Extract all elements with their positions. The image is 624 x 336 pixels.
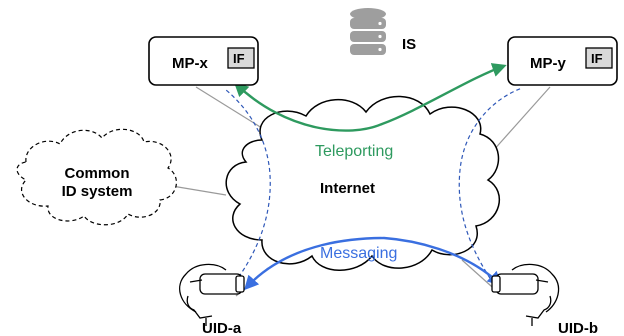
- dashed-links: [225, 87, 523, 295]
- mp-y-if-label: IF: [591, 51, 603, 66]
- mp-x-if-label: IF: [233, 51, 245, 66]
- vr-headset-user-icon-b: [491, 263, 560, 326]
- common-id-system-cloud: [16, 128, 177, 226]
- mp-y-node: MP-y IF: [507, 36, 618, 86]
- mp-x-if-box: [227, 47, 255, 69]
- mp-y-if-box: [585, 47, 613, 69]
- common-id-label-line1: Common: [65, 165, 130, 182]
- vr-headset-user-icon-a: [179, 263, 245, 326]
- mp-x-label: MP-x: [172, 55, 208, 72]
- mp-y-label: MP-y: [530, 55, 566, 72]
- dashed-link-uida-mpx: [225, 89, 271, 295]
- link-mpy-internet: [491, 86, 551, 153]
- teleporting-arrow: [233, 63, 507, 132]
- is-label: IS: [402, 36, 416, 53]
- teleporting-label: Teleporting: [315, 143, 393, 160]
- link-commonid-internet: [171, 185, 227, 196]
- mp-x-node: MP-x IF: [148, 36, 259, 86]
- dashed-link-uidb-mpy: [458, 87, 523, 291]
- common-id-label-line2: ID system: [62, 183, 133, 200]
- uid-b-label: UID-b: [558, 320, 598, 336]
- uid-a-label: UID-a: [202, 320, 242, 336]
- internet-label: Internet: [320, 180, 375, 197]
- internet-cloud: [225, 95, 500, 271]
- messaging-arrow: [244, 236, 503, 291]
- messaging-label: Messaging: [320, 245, 397, 262]
- database-icon: [350, 8, 386, 55]
